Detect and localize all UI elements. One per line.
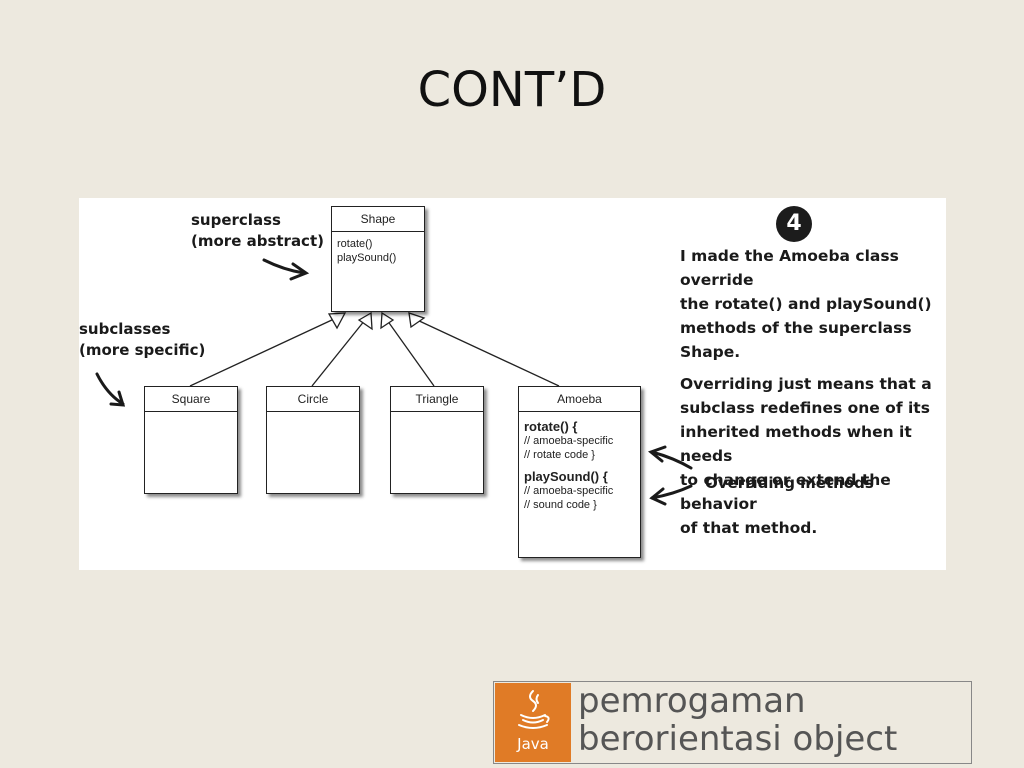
logo-text-line1: pemrogaman — [578, 681, 806, 721]
explanation-note: I made the Amoeba class override the rot… — [680, 244, 946, 548]
subclasses-label-line1: subclasses — [79, 320, 171, 338]
slide-title: CONT’D — [417, 62, 607, 118]
note-line: inherited methods when it needs — [680, 423, 912, 465]
superclass-label: superclass (more abstract) — [191, 210, 324, 252]
square-class-box: Square — [144, 386, 238, 494]
overriding-methods-label: Overriding methods — [705, 474, 874, 492]
java-label: Java — [517, 735, 549, 753]
course-logo-banner: Java pemrogaman berorientasi object — [493, 681, 972, 764]
shape-class-name: Shape — [332, 207, 424, 232]
amoeba-rotate-signature: rotate() { — [524, 419, 578, 434]
circle-class-box: Circle — [266, 386, 360, 494]
amoeba-class-box: Amoeba rotate() { // amoeba-specific // … — [518, 386, 641, 558]
java-cup-icon — [518, 690, 550, 729]
amoeba-playsound-comment-1: // amoeba-specific — [524, 485, 614, 497]
subclasses-label: subclasses (more specific) — [79, 319, 205, 361]
diagram-panel: Shape rotate() playSound() Square Circle… — [79, 198, 946, 570]
shape-method-playsound: playSound() — [337, 252, 397, 264]
note-line: subclass redefines one of its — [680, 399, 930, 417]
note-line: the rotate() and playSound() — [680, 295, 932, 313]
shape-class-box: Shape rotate() playSound() — [331, 206, 425, 312]
triangle-class-name: Triangle — [391, 387, 483, 412]
subclasses-label-line2: (more specific) — [79, 341, 206, 359]
amoeba-playsound-comment-2: // sound code } — [524, 499, 597, 511]
note-paragraph-1: I made the Amoeba class override the rot… — [680, 244, 946, 364]
note-paragraph-2: Overriding just means that a subclass re… — [680, 372, 946, 540]
logo-text-line2: berorientasi object — [578, 719, 898, 759]
note-line: Overriding just means that a — [680, 375, 932, 393]
superclass-label-line2: (more abstract) — [191, 232, 324, 250]
amoeba-class-name: Amoeba — [519, 387, 640, 412]
note-line: to change or extend the behavior — [680, 471, 891, 513]
amoeba-rotate-comment-1: // amoeba-specific — [524, 435, 614, 447]
note-line: methods of the superclass Shape. — [680, 319, 912, 361]
triangle-class-box: Triangle — [390, 386, 484, 494]
inheritance-connectors — [95, 258, 693, 506]
java-logo-box: Java — [495, 683, 571, 762]
amoeba-playsound-signature: playSound() { — [524, 469, 608, 484]
amoeba-rotate-comment-2: // rotate code } — [524, 449, 595, 461]
superclass-label-line1: superclass — [191, 211, 281, 229]
note-line: I made the Amoeba class override — [680, 247, 899, 289]
note-line: of that method. — [680, 519, 818, 537]
square-class-name: Square — [145, 387, 237, 412]
circle-class-name: Circle — [267, 387, 359, 412]
step-number-badge: 4 — [776, 206, 812, 242]
shape-method-rotate: rotate() — [337, 238, 373, 250]
